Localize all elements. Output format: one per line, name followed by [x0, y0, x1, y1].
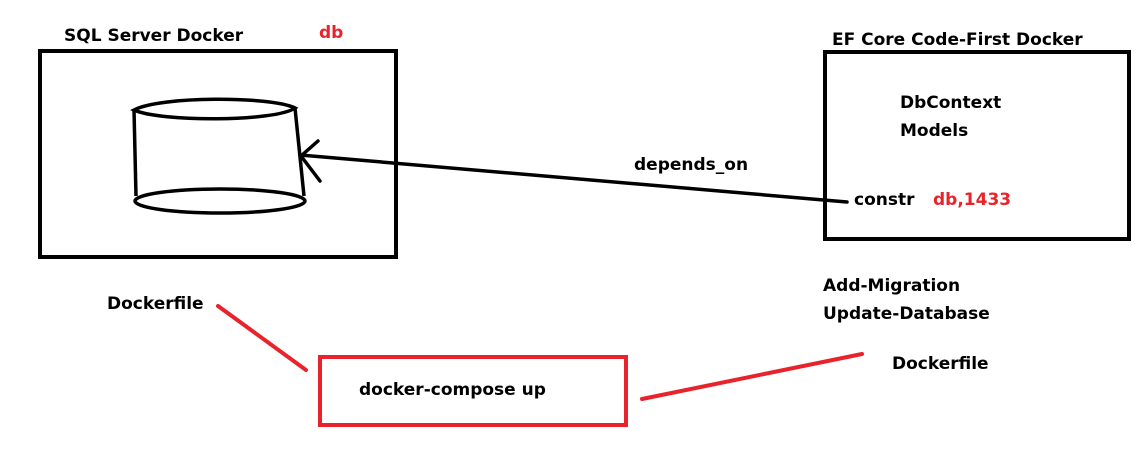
left-dockerfile-connector [216, 304, 308, 372]
sql-service-name: db [319, 23, 344, 43]
ef-models-label: Models [900, 121, 969, 141]
right-dockerfile-connector [640, 352, 864, 401]
sql-server-container-box [38, 49, 398, 259]
arrowhead-icon [298, 139, 322, 183]
ef-core-docker-title: EF Core Code-First Docker [832, 30, 1083, 50]
connection-string-value: db,1433 [933, 190, 1012, 210]
depends-on-label: depends_on [634, 155, 749, 175]
docker-compose-box [318, 355, 628, 427]
database-cylinder-icon [130, 97, 307, 215]
ef-dockerfile-label: Dockerfile [892, 354, 989, 374]
connection-string-label: constr [854, 190, 915, 210]
update-database-label: Update-Database [823, 304, 990, 324]
docker-compose-up-label: docker-compose up [359, 380, 546, 400]
ef-dbcontext-label: DbContext [900, 93, 1002, 113]
depends-on-line [298, 153, 849, 204]
sql-dockerfile-label: Dockerfile [107, 294, 204, 314]
sql-server-docker-title: SQL Server Docker [64, 26, 244, 46]
add-migration-label: Add-Migration [823, 276, 961, 296]
depends-on-arrow [298, 139, 849, 204]
ef-core-container-box [823, 50, 1131, 241]
